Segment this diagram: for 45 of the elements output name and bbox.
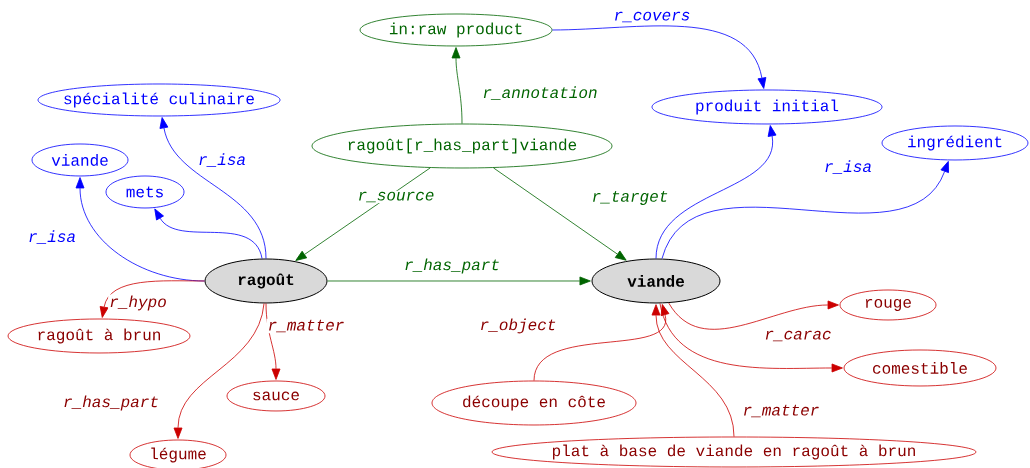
ellipse-node: viande (31, 143, 129, 177)
edge-label: r_matter (266, 318, 346, 334)
arrow (99, 280, 205, 318)
ellipse-node: spécialité culinaire (37, 83, 281, 117)
edge-label: r_isa (27, 229, 77, 245)
edge-label: r_isa (823, 159, 873, 175)
arrow (552, 25, 767, 89)
ellipse-node: découpe en côte (431, 380, 637, 426)
edge-label: r_isa (197, 152, 247, 168)
ellipse-node: produit initial (651, 89, 883, 125)
arrow (659, 303, 843, 373)
arrow (295, 167, 431, 261)
edge-label: r_object (478, 317, 558, 335)
edge-label: r_source (356, 190, 436, 204)
edge-label: r_carac (763, 329, 833, 343)
ellipse-node: sauce (226, 380, 326, 412)
edge-label: r_target (590, 190, 670, 206)
ellipse-node: ragoût[r_has_part]viande (311, 123, 613, 169)
arrow (533, 304, 670, 381)
edge-label: r_has_part (403, 257, 501, 275)
ellipse-node: ragoût (204, 258, 328, 304)
arrow (655, 125, 777, 259)
arrow (154, 208, 263, 259)
arrow (327, 276, 591, 286)
edge-label: r_hypo (108, 294, 168, 312)
ellipse-node: viande (591, 258, 721, 304)
ellipse-node: mets (105, 175, 185, 209)
arrow (493, 167, 627, 261)
arrow (265, 303, 281, 380)
edge-label: r_matter (741, 403, 821, 419)
edge-label: r_annotation (481, 85, 599, 101)
arrow (173, 303, 265, 439)
arrow (668, 300, 839, 330)
arrow (661, 161, 949, 259)
ellipse-node: ingrédient (881, 125, 1029, 161)
ellipse-node: ragoût à brun (7, 318, 191, 354)
ellipse-node: rouge (839, 289, 937, 321)
arrow (651, 304, 735, 437)
edge-label: r_covers (612, 10, 692, 24)
ellipse-node: plat à base de viande en ragoût à brun (491, 436, 977, 468)
arrow (451, 47, 463, 124)
edge-label: r_has_part (62, 394, 160, 412)
arrow (159, 117, 267, 259)
ellipse-node: comestible (843, 349, 997, 387)
ellipse-node: in:raw product (359, 13, 553, 47)
